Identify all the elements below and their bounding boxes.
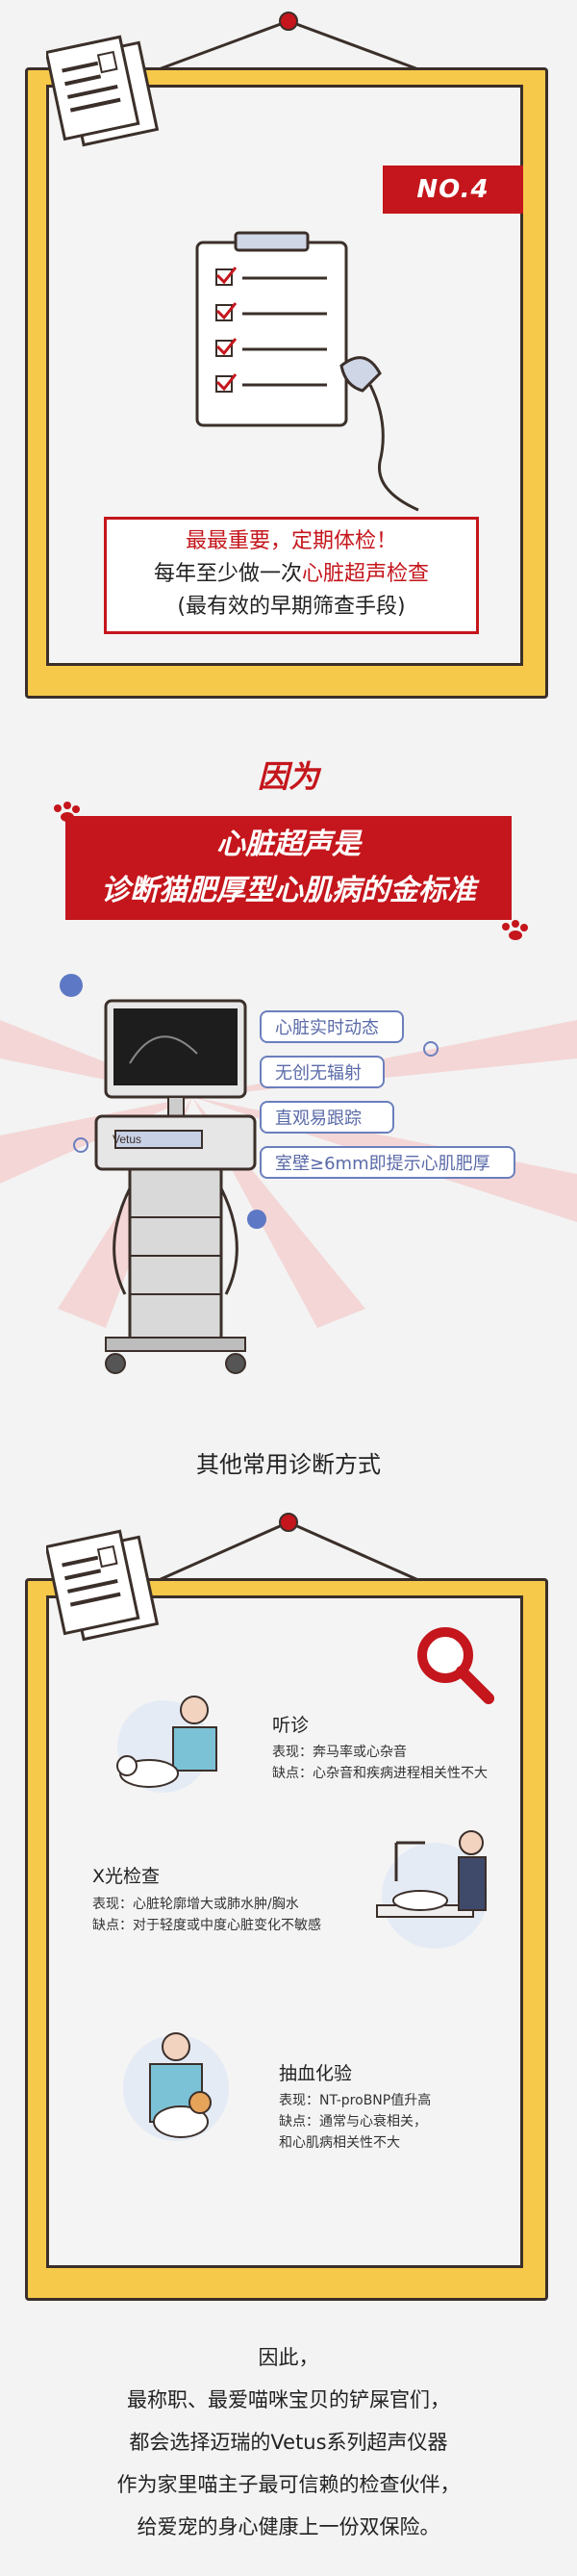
method-line: 表现：奔马率或心杂音 [272, 1745, 407, 1760]
feature-pill-noninvasive: 无创无辐射 [260, 1056, 385, 1088]
recommendation-box: 最最重要，定期体检！ 每年至少做一次心脏超声检查 (最有效的早期筛查手段) [104, 517, 479, 634]
vet-blood-test-illustration [123, 2032, 229, 2141]
hanger-string [158, 12, 419, 71]
conclusion-line: 给爱宠的身心健康上一份双保险。 [137, 2515, 440, 2538]
vet-stethoscope-illustration [116, 1696, 217, 1793]
method-line: 表现：NT-proBNP值升高 [279, 2093, 432, 2108]
method-title-blood-test: 抽血化验 [279, 2063, 353, 2084]
vet-xray-illustration [376, 1830, 488, 1949]
decor-dot [423, 1041, 439, 1057]
magnifier-icon [417, 1627, 494, 1704]
method-line: 表现：心脏轮廓增大或肺水肿/胸水 [92, 1897, 299, 1912]
ultrasound-machine-icon: Vetus [94, 999, 257, 1374]
banner-line2: 诊断猫肥厚型心肌病的金标准 [101, 874, 476, 907]
other-methods-heading: 其他常用诊断方式 [196, 1451, 381, 1478]
method-title-xray: X光检查 [92, 1866, 161, 1887]
method-line: 缺点：心杂音和疾病进程相关性不大 [272, 1766, 488, 1781]
clipboard-icon [195, 231, 419, 512]
number-badge: NO.4 [383, 166, 523, 214]
method-line: 缺点：对于轻度或中度心脏变化不敏感 [92, 1918, 321, 1933]
recommendation-line3: (最有效的早期筛查手段) [177, 595, 406, 619]
because-title: 因为 [257, 758, 319, 795]
conclusion-line: 因此， [258, 2346, 319, 2369]
feature-pill-wall-thickness: 室壁≥6mm即提示心肌肥厚 [260, 1146, 515, 1179]
method-title-auscultation: 听诊 [272, 1715, 310, 1736]
decor-dot [73, 1137, 88, 1153]
paw-icon [502, 920, 528, 940]
hanger-string [158, 1513, 419, 1582]
conclusion-line: 最称职、最爱喵咪宝贝的铲屎官们， [127, 2388, 450, 2411]
method-line: 缺点：通常与心衰相关， [279, 2114, 427, 2130]
conclusion-line: 作为家里喵主子最可信赖的检查伙伴， [116, 2473, 461, 2496]
gold-standard-banner: 心脏超声是 诊断猫肥厚型心肌病的金标准 [65, 816, 512, 920]
decor-dot [247, 1210, 266, 1229]
decor-dot [60, 974, 83, 997]
recommendation-line2: 每年至少做一次心脏超声检查 [153, 562, 430, 586]
papers-icon [46, 1529, 160, 1642]
conclusion-line: 都会选择迈瑞的Vetus系列超声仪器 [129, 2431, 448, 2454]
feature-pill-intuitive: 直观易跟踪 [260, 1101, 394, 1134]
banner-line1: 心脏超声是 [216, 828, 361, 861]
recommendation-line1: 最最重要，定期体检！ [185, 529, 397, 553]
brand-label: Vetus [113, 1133, 141, 1146]
highlight-text: 心脏超声检查 [302, 562, 430, 586]
method-line: 和心肌病相关性不大 [279, 2135, 400, 2151]
papers-icon [46, 35, 160, 147]
feature-pill-realtime: 心脏实时动态 [260, 1010, 404, 1043]
